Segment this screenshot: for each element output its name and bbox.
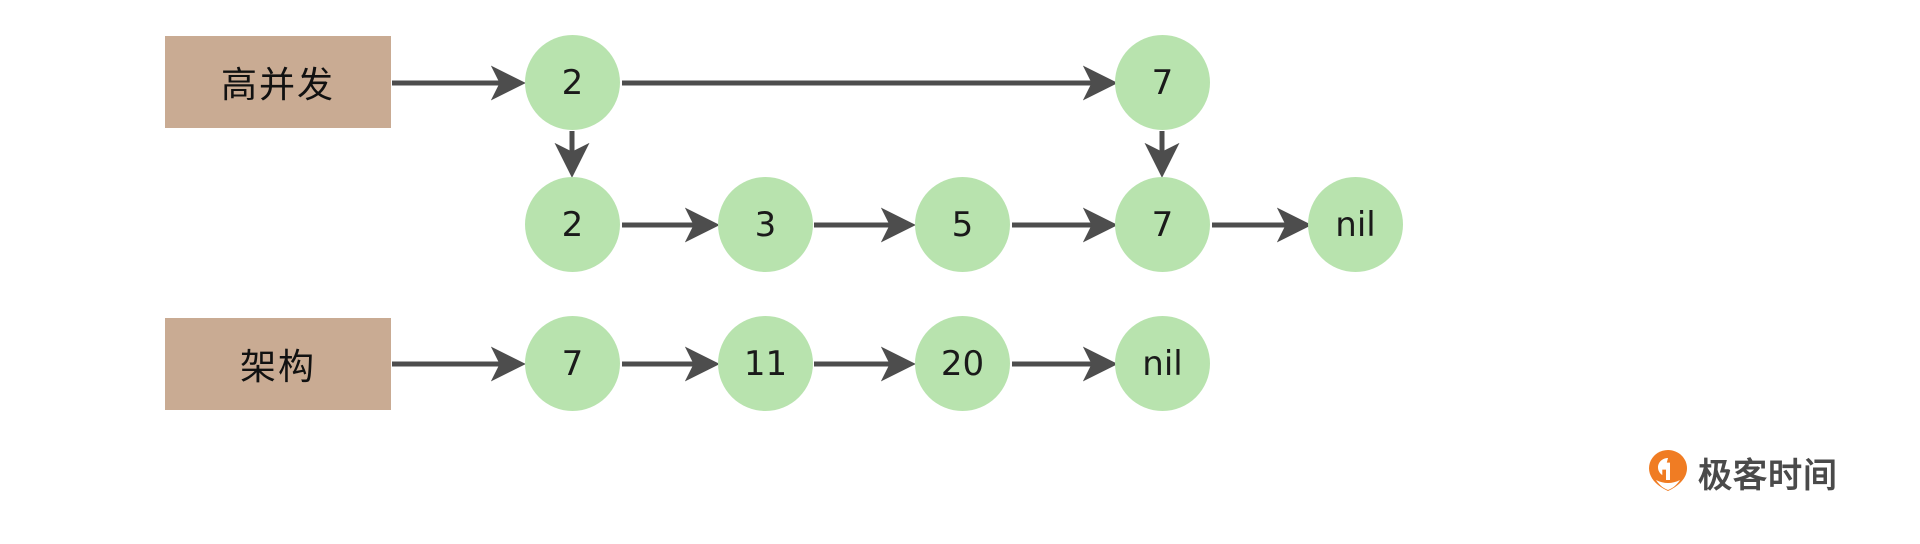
label-box-jiagou: 架构 <box>165 318 391 410</box>
label-box-gaobingfa: 高并发 <box>165 36 391 128</box>
node-base-nil-label: nil <box>1335 204 1376 245</box>
node-list2-20-label: 20 <box>940 343 985 384</box>
node-list2-nil: nil <box>1115 316 1210 411</box>
label-box-jiagou-text: 架构 <box>239 347 316 388</box>
node-base-5-label: 5 <box>951 204 974 245</box>
node-list2-7: 7 <box>525 316 620 411</box>
node-base-2-label: 2 <box>561 204 584 245</box>
node-base-3: 3 <box>718 177 813 272</box>
node-list2-nil-label: nil <box>1142 343 1183 384</box>
geektime-pin-icon <box>1648 449 1688 496</box>
node-list2-11: 11 <box>718 316 813 411</box>
node-list2-20: 20 <box>915 316 1010 411</box>
node-top-7: 7 <box>1115 35 1210 130</box>
node-base-3-label: 3 <box>754 204 777 245</box>
node-top-2: 2 <box>525 35 620 130</box>
label-box-gaobingfa-text: 高并发 <box>220 65 335 106</box>
node-base-7-label: 7 <box>1151 204 1174 245</box>
node-base-5: 5 <box>915 177 1010 272</box>
node-top-2-label: 2 <box>561 62 584 103</box>
node-base-nil: nil <box>1308 177 1403 272</box>
geektime-logo-text: 极客时间 <box>1698 456 1838 496</box>
node-base-2: 2 <box>525 177 620 272</box>
node-list2-7-label: 7 <box>561 343 584 384</box>
node-list2-11-label: 11 <box>743 343 788 384</box>
geektime-logo: 极客时间 <box>1648 448 1838 497</box>
node-base-7: 7 <box>1115 177 1210 272</box>
node-top-7-label: 7 <box>1151 62 1174 103</box>
